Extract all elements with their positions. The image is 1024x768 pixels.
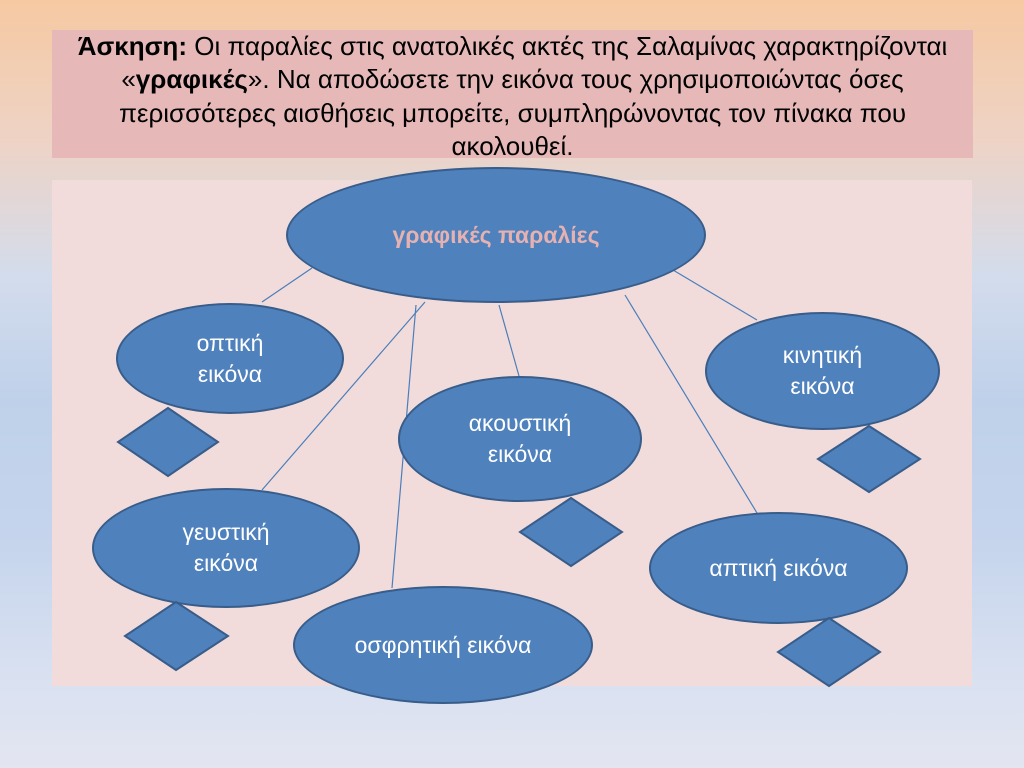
task-line-3: περισσότερες αισθήσεις μπορείτε, συμπληρ…	[118, 97, 907, 128]
task-instructions: Άσκηση: Οι παραλίες στις ανατολικές ακτέ…	[52, 30, 973, 163]
center-node: γραφικές παραλίες	[286, 167, 706, 303]
node-tactile-image: απτική εικόνα	[649, 512, 908, 624]
node-kinetic-label: κινητική εικόνα	[782, 342, 863, 399]
node-kinetic-image: κινητική εικόνα	[705, 312, 940, 430]
node-visual-image: οπτική εικόνα	[116, 303, 344, 414]
task-line-1: Άσκηση: Οι παραλίες στις ανατολικές ακτέ…	[52, 30, 973, 63]
quote-open: «	[121, 64, 136, 95]
task-line-4: ακολουθεί.	[451, 130, 574, 161]
center-node-label: γραφικές παραλίες	[392, 221, 600, 248]
node-olfactory-image: οσφρητική εικόνα	[293, 586, 593, 704]
task-label: Άσκηση:	[77, 31, 187, 61]
node-auditory-image: ακουστική εικόνα	[398, 376, 642, 502]
node-olfactory-label: οσφρητική εικόνα	[354, 631, 532, 658]
node-gustatory-label: γευστική εικόνα	[182, 519, 270, 576]
node-visual-label: οπτική εικόνα	[196, 329, 264, 387]
task-line-1-text: Οι παραλίες στις ανατολικές ακτές της Σα…	[194, 31, 948, 61]
task-line-2-text: ». Να αποδώσετε την εικόνα τους χρησιμοπ…	[247, 64, 904, 95]
node-gustatory-image: γευστική εικόνα	[92, 488, 360, 608]
task-line-2: «γραφικές». Να αποδώσετε την εικόνα τους…	[52, 63, 973, 96]
task-box: Άσκηση: Οι παραλίες στις ανατολικές ακτέ…	[52, 30, 973, 161]
node-auditory-label: ακουστική εικόνα	[468, 410, 572, 467]
task-emphasis: γραφικές	[135, 64, 248, 95]
node-tactile-label: απτική εικόνα	[709, 554, 848, 581]
